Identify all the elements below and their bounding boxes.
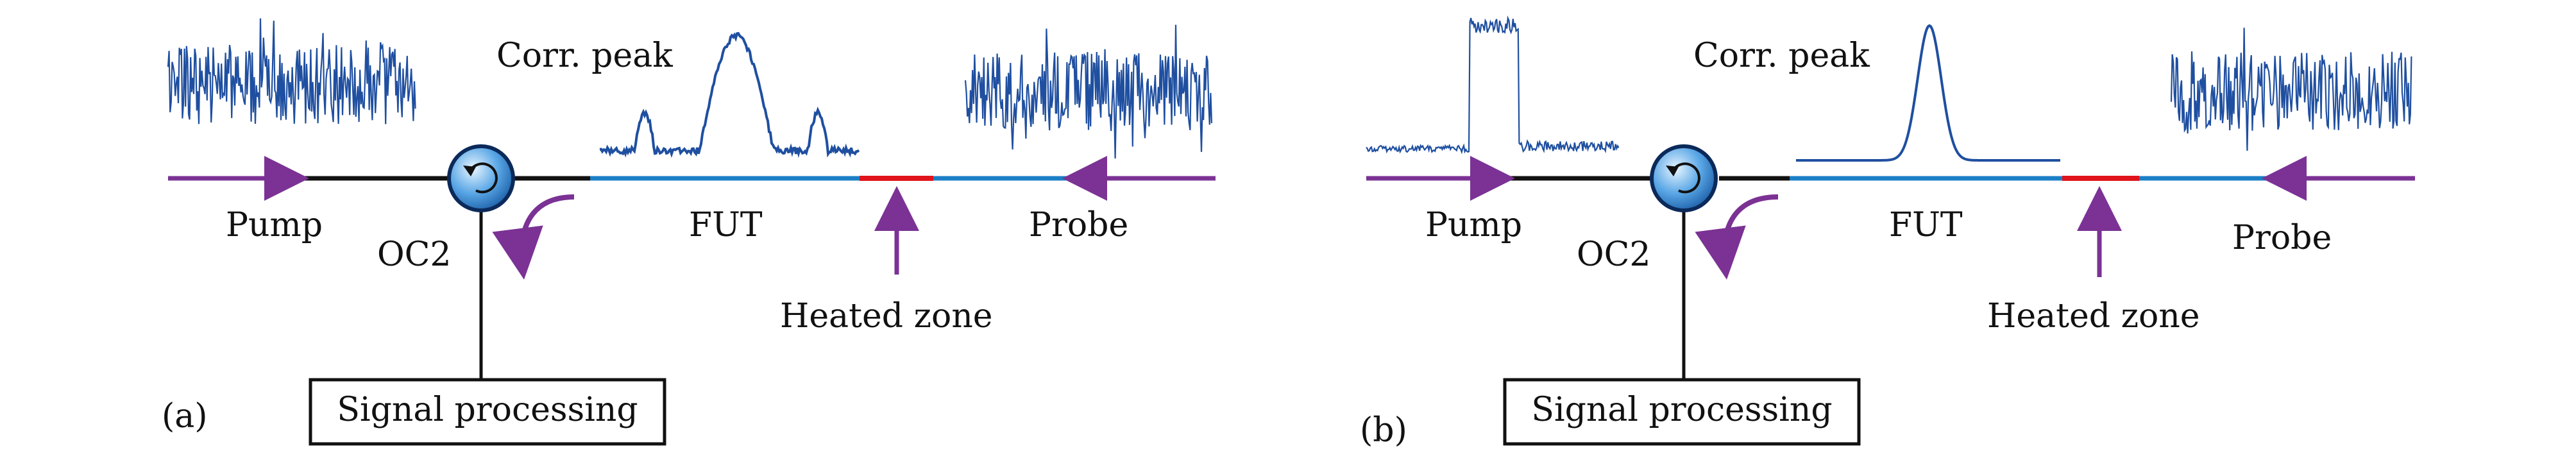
correlation-peak-trace	[1796, 24, 2060, 162]
circulator	[1650, 144, 1718, 212]
probe-noise-trace	[2170, 28, 2412, 151]
signal-processing-label: Signal processing	[337, 391, 638, 429]
panel-label: (b)	[1360, 411, 1407, 450]
panel-b: Corr. peak Pump OC2 FUT Probe Heated zon…	[1360, 15, 2415, 450]
pump-label: Pump	[226, 206, 323, 244]
fut-label: FUT	[689, 206, 763, 244]
signal-processing-box: Signal processing	[309, 378, 666, 446]
corr-peak-label: Corr. peak	[496, 37, 673, 75]
circulator-output-arrow	[1695, 194, 1779, 280]
circulator-output-arrow	[492, 194, 575, 280]
heated-zone-label: Heated zone	[1987, 297, 2200, 335]
signal-processing-label: Signal processing	[1531, 391, 1832, 429]
pump-noise-trace	[167, 18, 416, 124]
probe-noise-trace	[964, 24, 1213, 159]
correlation-peak-trace	[599, 31, 860, 158]
signal-processing-box: Signal processing	[1503, 378, 1861, 446]
pump-pulse-trace	[1366, 15, 1620, 155]
pump-label: Pump	[1425, 206, 1522, 244]
corr-peak-label: Corr. peak	[1693, 37, 1870, 75]
circulator-label: OC2	[1577, 235, 1651, 274]
circulator	[447, 144, 515, 212]
probe-label: Probe	[2232, 219, 2332, 257]
panel-label: (a)	[162, 397, 208, 436]
probe-label: Probe	[1029, 206, 1128, 244]
circulator-label: OC2	[377, 235, 452, 274]
heated-zone-label: Heated zone	[780, 297, 993, 335]
panel-a: Corr. peak Pump OC2 FUT Probe Heated zon…	[162, 18, 1216, 446]
fut-label: FUT	[1889, 206, 1963, 244]
